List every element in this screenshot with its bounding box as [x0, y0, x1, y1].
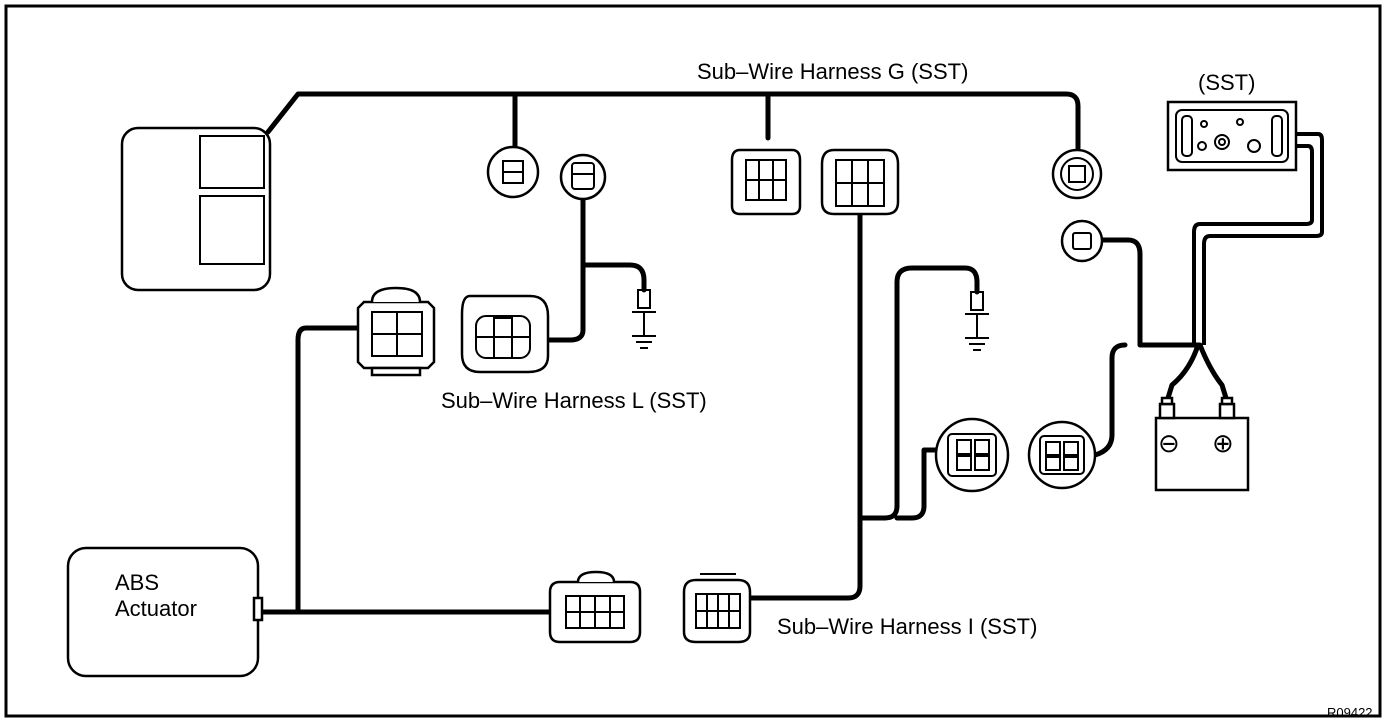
battery-negative-symbol: ⊖: [1158, 429, 1180, 459]
label-harness-i: Sub–Wire Harness I (SST): [777, 614, 1038, 639]
sst-cable-outer: [1202, 132, 1324, 345]
connector-right-small: [1060, 219, 1104, 263]
right-connector-wire: [1097, 237, 1201, 348]
ground-symbol-right: [965, 291, 989, 351]
connector-g-4: [1051, 148, 1103, 200]
wires: [255, 91, 1324, 615]
label-sst: (SST): [1198, 70, 1256, 95]
connector-bottom-right: [682, 573, 752, 644]
label-abs-line2: Actuator: [115, 596, 197, 621]
harness-l-vertical: [545, 193, 586, 343]
connector-bottom-left: [548, 570, 642, 644]
sst-cable-inner: [1192, 144, 1314, 345]
battery-pos-lead: [1197, 342, 1229, 401]
battery-positive-symbol: ⊕: [1212, 429, 1234, 459]
battery: [1154, 396, 1250, 492]
sst-box: [1166, 100, 1298, 172]
label-harness-g: Sub–Wire Harness G (SST): [697, 59, 969, 84]
connector-l-round: [460, 294, 550, 374]
diagram-frame: [4, 4, 1382, 718]
label-harness-l: Sub–Wire Harness L (SST): [441, 388, 707, 413]
connector-battery-round: [1027, 420, 1097, 490]
abs-left-wire: [295, 325, 369, 615]
harness-g-bus: [265, 91, 1081, 151]
connector-i-round: [934, 417, 1010, 493]
connector-l-small: [559, 153, 607, 201]
label-abs-line1: ABS: [115, 570, 160, 595]
harness-i-branch-to-ground: [857, 265, 980, 521]
connector-l-left: [356, 286, 436, 377]
relay-box: [120, 126, 272, 292]
figure-code: R09422: [1327, 705, 1373, 720]
ground-symbol-left: [632, 289, 656, 349]
harness-l-ground-branch: [580, 262, 647, 293]
harness-i-wire: [737, 207, 863, 601]
abs-actuator-box: [66, 546, 264, 678]
connector-g-1: [486, 145, 540, 199]
battery-neg-lead: [1165, 342, 1201, 401]
label-abs-actuator: ABS Actuator: [115, 570, 197, 622]
harness-i-branch-to-round: [894, 447, 943, 521]
battery-feed-wire: [1092, 342, 1128, 458]
connector-g-3: [820, 148, 900, 216]
connector-g-2: [730, 148, 802, 216]
